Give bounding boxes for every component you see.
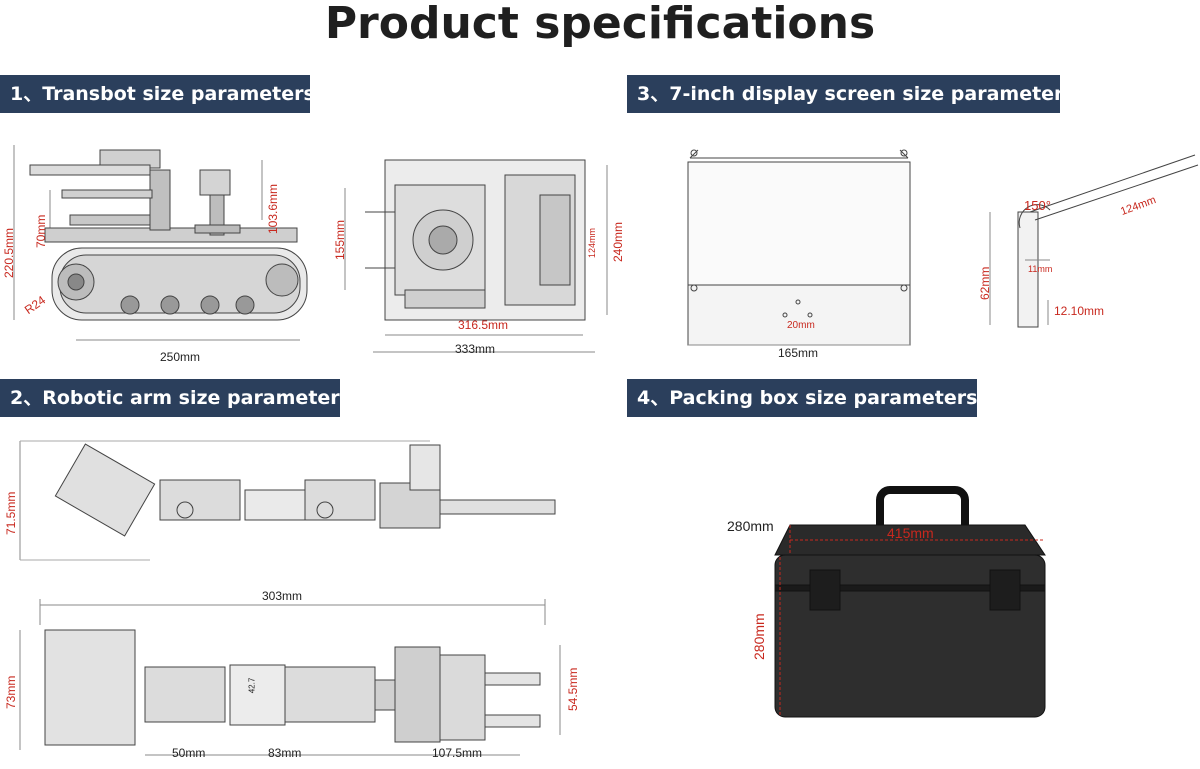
transbot-top-drawing: 155mm 240mm 124mm 316.5mm 333mm xyxy=(325,130,625,370)
display-base: 12.10mm xyxy=(1054,304,1105,318)
transbot-top-length-inner: 316.5mm xyxy=(458,318,509,332)
transbot-arm-height: 70mm xyxy=(34,214,48,248)
section-header-box: 4、Packing box size parameters xyxy=(627,379,977,417)
display-offset: 11mm xyxy=(1028,264,1053,274)
arm-total-length: 303mm xyxy=(262,589,303,603)
arm-gripper-width: 54.5mm xyxy=(566,667,580,711)
arm-side-drawing: 71.5mm xyxy=(0,435,580,570)
transbot-top-depth: 240mm xyxy=(611,221,625,262)
transbot-top-width: 155mm xyxy=(333,219,347,260)
display-front-drawing: 20mm 165mm xyxy=(680,140,920,370)
arm-servo-mark: 42.7 xyxy=(247,677,257,694)
arm-segment-1: 50mm xyxy=(172,746,206,760)
display-hole-spacing: 20mm xyxy=(787,320,815,331)
transbot-length: 250mm xyxy=(160,350,201,364)
arm-segment-2: 83mm xyxy=(268,746,302,760)
display-side-drawing: 150° 124mm 11mm 62mm 12.10mm xyxy=(970,140,1200,340)
section-header-display: 3、7-inch display screen size parameters xyxy=(627,75,1075,113)
arm-top-drawing: 303mm 73mm 54.5mm 42.7 50mm 83mm 107.5mm xyxy=(0,585,590,769)
transbot-top-mount: 124mm xyxy=(587,227,597,258)
packing-box-drawing: 280mm 415mm 280mm xyxy=(727,485,1065,725)
arm-width: 73mm xyxy=(4,675,18,709)
page-title: Product specifications xyxy=(324,0,876,49)
transbot-camera-height: 103.6mm xyxy=(266,183,280,234)
arm-segment-3: 107.5mm xyxy=(432,746,483,760)
display-angle: 150° xyxy=(1024,198,1051,213)
transbot-height-total: 220.5mm xyxy=(2,227,16,278)
section-header-arm: 2、Robotic arm size parameters xyxy=(0,379,351,417)
arm-side-height: 71.5mm xyxy=(4,491,18,535)
box-height: 280mm xyxy=(751,613,767,660)
display-width: 165mm xyxy=(778,346,819,360)
section-header-transbot: 1、Transbot size parameters xyxy=(0,75,315,113)
box-depth: 280mm xyxy=(727,518,774,534)
transbot-side-drawing: 220.5mm 70mm 103.6mm R24 250mm xyxy=(0,130,320,370)
display-height: 62mm xyxy=(978,266,992,300)
transbot-top-length-total: 333mm xyxy=(455,342,496,356)
box-length: 415mm xyxy=(887,525,934,541)
